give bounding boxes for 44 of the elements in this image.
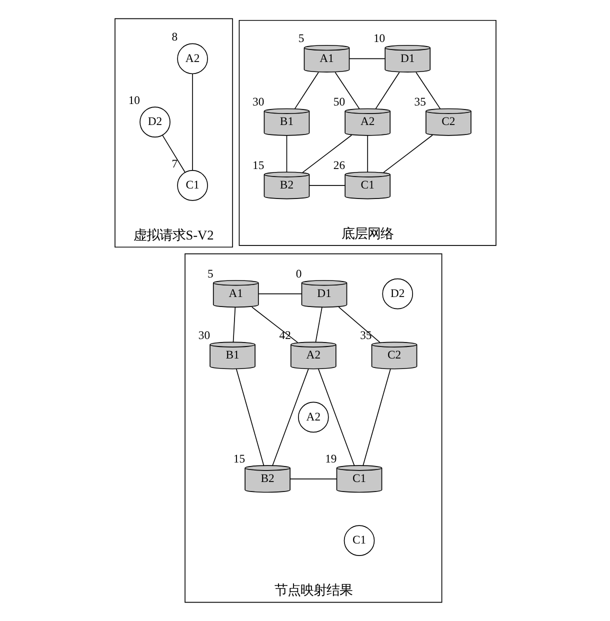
node-circle: D2	[139, 106, 170, 138]
connector	[334, 72, 360, 110]
node-circle: C1	[176, 170, 208, 201]
connector	[258, 293, 302, 294]
connector	[294, 72, 318, 110]
node-label: 5	[207, 267, 213, 280]
node-label: 35	[414, 96, 426, 109]
node-circle: A2	[298, 402, 328, 433]
connector	[338, 306, 380, 343]
connector	[382, 134, 432, 173]
connector	[232, 306, 236, 342]
node-label: 50	[332, 96, 345, 109]
connector	[272, 368, 308, 466]
node-circle: A2	[176, 43, 208, 74]
connector	[302, 134, 352, 173]
connector	[318, 368, 354, 466]
node-label: 0	[295, 267, 302, 280]
connector	[314, 306, 322, 342]
node-label: 8	[171, 30, 178, 44]
node-circle: D2	[382, 278, 413, 310]
connector	[348, 58, 385, 60]
connector	[286, 135, 287, 172]
node-label: 19	[324, 452, 336, 466]
connector	[251, 306, 298, 343]
node-label: 5	[298, 32, 304, 46]
node-label: 15	[232, 452, 245, 466]
connector	[415, 72, 440, 110]
connector	[162, 135, 185, 173]
connector	[366, 135, 368, 172]
node-circle: C1	[343, 525, 374, 556]
node-label: 26	[332, 158, 345, 172]
connector	[308, 185, 345, 186]
node-label: 10	[128, 94, 140, 107]
connector	[374, 72, 400, 110]
connector	[362, 368, 390, 466]
node-label: 35	[360, 329, 372, 342]
connector	[235, 368, 264, 466]
node-label: 7	[171, 157, 178, 170]
node-label: 42	[278, 329, 290, 342]
connector	[289, 478, 336, 480]
node-label: 30	[198, 329, 210, 342]
node-label: 10	[372, 32, 385, 46]
node-label: 30	[252, 96, 264, 109]
node-label: 15	[252, 158, 264, 172]
